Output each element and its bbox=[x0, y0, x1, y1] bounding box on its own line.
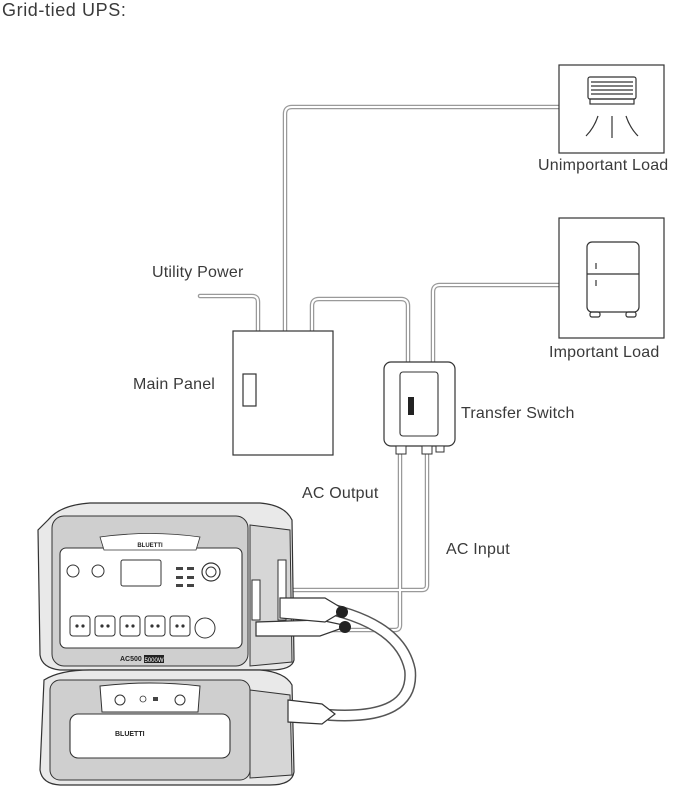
main-panel-label: Main Panel bbox=[133, 376, 216, 393]
ac500-power-station: BLUETTI AC500 5000W bbox=[37, 502, 295, 671]
charging-cable bbox=[304, 599, 417, 722]
panel-switch bbox=[242, 373, 257, 407]
important-load-label: Important Load bbox=[549, 344, 660, 361]
unimportant-load-label: Unimportant Load bbox=[538, 157, 669, 174]
battery-cable-plug bbox=[287, 699, 336, 725]
ac-output-plug bbox=[255, 619, 351, 637]
transfer-switch-label: Transfer Switch bbox=[461, 405, 575, 422]
ac-output-label: AC Output bbox=[302, 485, 379, 502]
model-label: AC500 bbox=[120, 656, 142, 663]
utility-power-label: Utility Power bbox=[152, 264, 244, 281]
ac-input-plug bbox=[279, 597, 348, 623]
transfer-switch bbox=[383, 361, 456, 455]
wiring-inner bbox=[199, 106, 560, 631]
ac-input-label: AC Input bbox=[446, 541, 510, 558]
model-badge: 5000W bbox=[144, 658, 163, 664]
expansion-battery: BLUETTI bbox=[39, 669, 295, 786]
refrigerator-icon bbox=[586, 241, 640, 318]
ac-outlets bbox=[69, 615, 216, 639]
battery-brand-label: BLUETTI bbox=[115, 731, 145, 738]
important-load-box bbox=[558, 217, 665, 339]
switch-lever bbox=[408, 397, 414, 415]
unimportant-load-box bbox=[558, 64, 665, 154]
main-panel bbox=[232, 330, 334, 456]
heater-icon bbox=[585, 76, 639, 138]
brand-label: BLUETTI bbox=[137, 543, 163, 549]
diagram-title: Grid-tied UPS: bbox=[2, 0, 127, 20]
